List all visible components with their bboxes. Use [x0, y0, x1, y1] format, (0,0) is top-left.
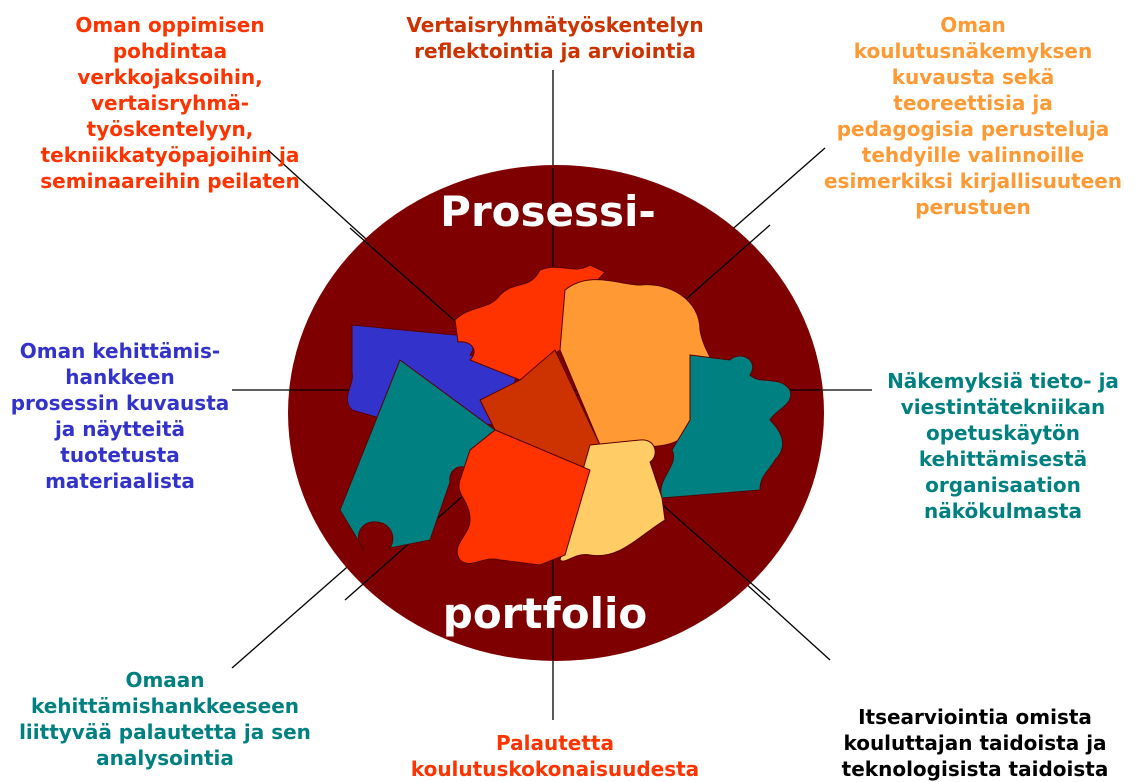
- label-right: Näkemyksiä tieto- ja viestintätekniikan …: [887, 369, 1119, 523]
- puzzle-piece-teal-right: [660, 354, 792, 499]
- label-bottom-right: Itsearviointia omista kouluttajan taidoi…: [841, 705, 1109, 781]
- label-bottom: Palautetta koulutuskokonaisuudesta: [410, 731, 700, 781]
- center-title-bottom: portfolio: [443, 589, 647, 638]
- puzzle-piece-red-bottom: [456, 429, 591, 566]
- puzzle-pieces: [339, 264, 792, 566]
- label-top-right: Oman koulutusnäkemyksen kuvausta sekä te…: [823, 13, 1123, 219]
- label-left: Oman kehittämis- hankkeen prosessin kuva…: [10, 339, 230, 493]
- label-bottom-left: Omaan kehittämishankkeeseen liittyvää pa…: [19, 668, 311, 770]
- puzzle-piece-teal-left: [339, 359, 496, 551]
- label-top-left: Oman oppimisen pohdintaa verkkojaksoihin…: [40, 13, 300, 193]
- center-title-top: Prosessi-: [440, 187, 656, 236]
- label-top: Vertaisryhmätyöskentelyn reflektointia j…: [406, 13, 704, 63]
